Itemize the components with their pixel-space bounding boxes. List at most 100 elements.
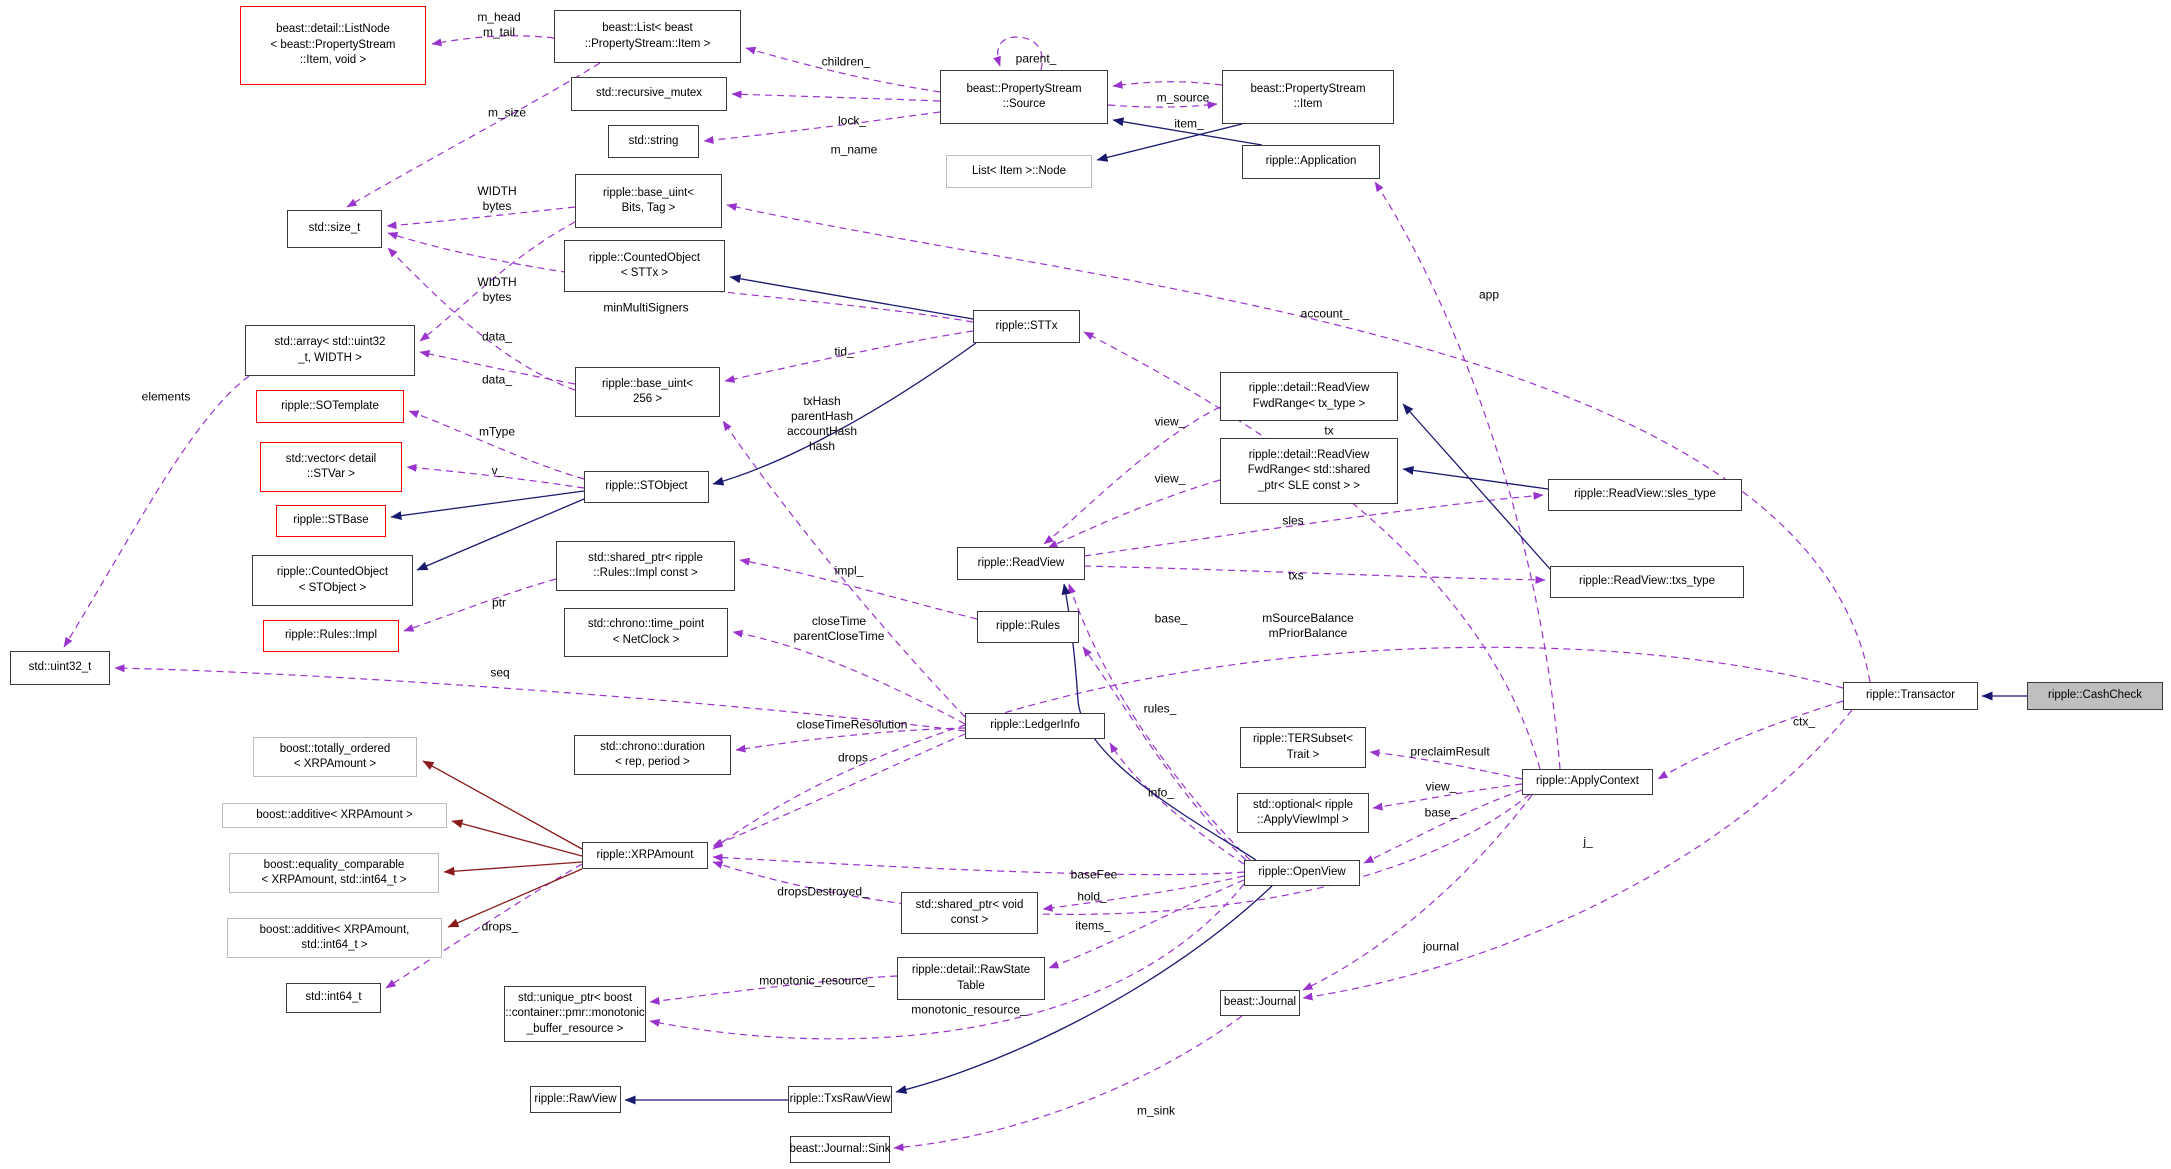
node-label-line: const > bbox=[950, 914, 989, 926]
node-base-uint-bits[interactable]: ripple::base_uint<Bits, Tag > bbox=[575, 174, 722, 228]
node-list-item-node[interactable]: List< Item >::Node bbox=[946, 155, 1092, 188]
node-label-line: beast::PropertyStream bbox=[1250, 82, 1366, 95]
node-label-line: ripple::detail::RawState bbox=[911, 964, 1031, 976]
node-chrono-duration[interactable]: std::chrono::duration< rep, period > bbox=[574, 735, 731, 775]
node-label-line: boost::equality_comparable bbox=[263, 858, 405, 871]
node-label-line: < XRPAmount > bbox=[293, 758, 377, 770]
node-base-uint-256[interactable]: ripple::base_uint<256 > bbox=[575, 367, 720, 417]
node-rules-impl[interactable]: ripple::Rules::Impl bbox=[263, 620, 399, 652]
node-propertystream-source[interactable]: beast::PropertyStream::Source bbox=[940, 70, 1108, 124]
node-label-line: ::PropertyStream::Item > bbox=[584, 37, 711, 50]
edge-openview-to-rules-rules bbox=[1082, 646, 1247, 861]
node-propertystream-item[interactable]: beast::PropertyStream::Item bbox=[1222, 70, 1394, 124]
node-cashcheck[interactable]: ripple::CashCheck bbox=[2027, 682, 2163, 710]
node-label-line: ::ApplyViewImpl > bbox=[1257, 814, 1349, 826]
node-label-line: beast::PropertyStream bbox=[966, 82, 1082, 95]
node-label-line: ripple::STObject bbox=[605, 480, 688, 493]
edge-fwdtx-to-readview-view bbox=[1043, 406, 1221, 545]
node-label-line: ripple::detail::ReadView bbox=[1248, 382, 1370, 394]
node-xrpamount[interactable]: ripple::XRPAmount bbox=[582, 842, 708, 869]
node-label-line: _t, WIDTH > bbox=[298, 351, 362, 364]
node-applycontext[interactable]: ripple::ApplyContext bbox=[1522, 769, 1653, 795]
node-sotemplate[interactable]: ripple::SOTemplate bbox=[256, 390, 404, 423]
node-journal[interactable]: beast::Journal bbox=[1220, 990, 1300, 1016]
edge-array-to-uint32-elements bbox=[63, 375, 250, 648]
edge-rules-to-sharedptr-impl bbox=[739, 557, 978, 620]
node-txs-type[interactable]: ripple::ReadView::txs_type bbox=[1550, 566, 1744, 598]
edge-list-to-listnode-m-head bbox=[431, 35, 555, 47]
node-optional-applyviewimpl[interactable]: std::optional< ripple::ApplyViewImpl > bbox=[1237, 793, 1369, 833]
node-stbase[interactable]: ripple::STBase bbox=[276, 505, 386, 537]
node-uint32-t[interactable]: std::uint32_t bbox=[10, 651, 110, 685]
node-label-line: std::shared_ptr< ripple bbox=[588, 551, 703, 564]
node-sttx[interactable]: ripple::STTx bbox=[973, 310, 1080, 343]
node-label-line: < XRPAmount, std::int64_t > bbox=[261, 874, 407, 886]
node-equality-comparable[interactable]: boost::equality_comparable< XRPAmount, s… bbox=[229, 853, 439, 893]
node-label-line: FwdRange< std::shared bbox=[1247, 464, 1371, 477]
node-int64-t[interactable]: std::int64_t bbox=[286, 983, 381, 1013]
node-ledgerinfo[interactable]: ripple::LedgerInfo bbox=[965, 713, 1105, 739]
node-openview[interactable]: ripple::OpenView bbox=[1244, 860, 1360, 886]
node-rules[interactable]: ripple::Rules bbox=[977, 611, 1079, 643]
node-vector-stvar[interactable]: std::vector< detail::STVar > bbox=[260, 442, 402, 492]
node-tersubset[interactable]: ripple::TERSubset<Trait > bbox=[1240, 727, 1366, 768]
node-transactor[interactable]: ripple::Transactor bbox=[1843, 682, 1978, 710]
node-sles-type[interactable]: ripple::ReadView::sles_type bbox=[1548, 479, 1742, 511]
node-application[interactable]: ripple::Application bbox=[1242, 145, 1380, 179]
edge-xrp-to-additive bbox=[451, 819, 583, 857]
node-label-line: ripple::OpenView bbox=[1258, 866, 1346, 879]
node-label-line: std::shared_ptr< void bbox=[915, 898, 1024, 911]
node-listnode[interactable]: beast::detail::ListNode< beast::Property… bbox=[240, 6, 426, 85]
edge-openview-to-sharedvoid-hold bbox=[1042, 875, 1245, 912]
node-stobject[interactable]: ripple::STObject bbox=[584, 471, 709, 503]
node-label-line: std::array< std::uint32 bbox=[274, 336, 386, 348]
node-label-line: _ptr< SLE const > > bbox=[1258, 479, 1360, 492]
edge-stobject-to-vector-v bbox=[406, 463, 585, 489]
node-label-line: std::recursive_mutex bbox=[595, 87, 703, 100]
edge-xrp-to-equalitycomparable bbox=[443, 861, 583, 876]
node-label-line: std::optional< ripple bbox=[1252, 798, 1354, 811]
edge-sharedptr-to-rulesimpl-ptr bbox=[403, 578, 557, 632]
node-label-line: std::int64_t bbox=[305, 991, 362, 1004]
node-label-line: boost::totally_ordered bbox=[279, 742, 391, 755]
node-label-line: ripple::Transactor bbox=[1865, 689, 1956, 702]
node-time-point-netclock[interactable]: std::chrono::time_point< NetClock > bbox=[564, 608, 728, 657]
node-unique-ptr-monotonic[interactable]: std::unique_ptr< boost::container::pmr::… bbox=[504, 986, 646, 1042]
node-additive-xrp-int64[interactable]: boost::additive< XRPAmount,std::int64_t … bbox=[227, 918, 442, 958]
node-label-line: std::int64_t > bbox=[301, 939, 368, 951]
edge-applyctx-to-xrp-dropsdestroyed bbox=[712, 793, 1531, 915]
node-journal-sink[interactable]: beast::Journal::Sink bbox=[790, 1136, 891, 1163]
edge-applyctx-to-optional-view bbox=[1372, 783, 1523, 811]
node-label-line: ripple::CashCheck bbox=[2048, 689, 2142, 702]
node-recursive-mutex[interactable]: std::recursive_mutex bbox=[571, 77, 727, 111]
node-label-line: ripple::ReadView::sles_type bbox=[1574, 488, 1716, 501]
node-additive-xrp[interactable]: boost::additive< XRPAmount > bbox=[222, 803, 447, 828]
node-beast-list[interactable]: beast::List< beast::PropertyStream::Item… bbox=[554, 10, 741, 63]
node-txsrawview[interactable]: ripple::TxsRawView bbox=[788, 1086, 892, 1113]
node-std-string[interactable]: std::string bbox=[608, 125, 699, 158]
node-counted-object-sttx[interactable]: ripple::CountedObject< STTx > bbox=[564, 240, 725, 292]
edge-xrp-to-int64-drops bbox=[385, 863, 583, 989]
edge-transactor-to-applyctx-ctx bbox=[1657, 700, 1844, 780]
edge-openview-to-readview-base bbox=[1068, 583, 1251, 861]
edge-openview-to-txsrawview bbox=[895, 885, 1273, 1094]
edge-slestype-to-fwdsle bbox=[1402, 465, 1549, 490]
node-shared-ptr-rules-impl[interactable]: std::shared_ptr< ripple::Rules::Impl con… bbox=[556, 541, 735, 591]
node-label-line: ripple::ApplyContext bbox=[1536, 775, 1639, 788]
node-counted-object-stobject[interactable]: ripple::CountedObject< STObject > bbox=[252, 555, 413, 606]
node-totally-ordered[interactable]: boost::totally_ordered< XRPAmount > bbox=[253, 737, 417, 777]
node-std-array[interactable]: std::array< std::uint32_t, WIDTH > bbox=[245, 325, 415, 376]
node-label-line: beast::Journal bbox=[1223, 996, 1297, 1009]
node-label-line: 256 > bbox=[632, 393, 663, 405]
node-size-t[interactable]: std::size_t bbox=[287, 210, 382, 248]
node-label-line: boost::additive< XRPAmount > bbox=[256, 808, 413, 821]
node-rawview[interactable]: ripple::RawView bbox=[530, 1086, 621, 1113]
node-label-line: std::chrono::duration bbox=[600, 740, 705, 753]
node-label-line: FwdRange< tx_type > bbox=[1252, 397, 1366, 410]
node-readview[interactable]: ripple::ReadView bbox=[957, 547, 1085, 580]
